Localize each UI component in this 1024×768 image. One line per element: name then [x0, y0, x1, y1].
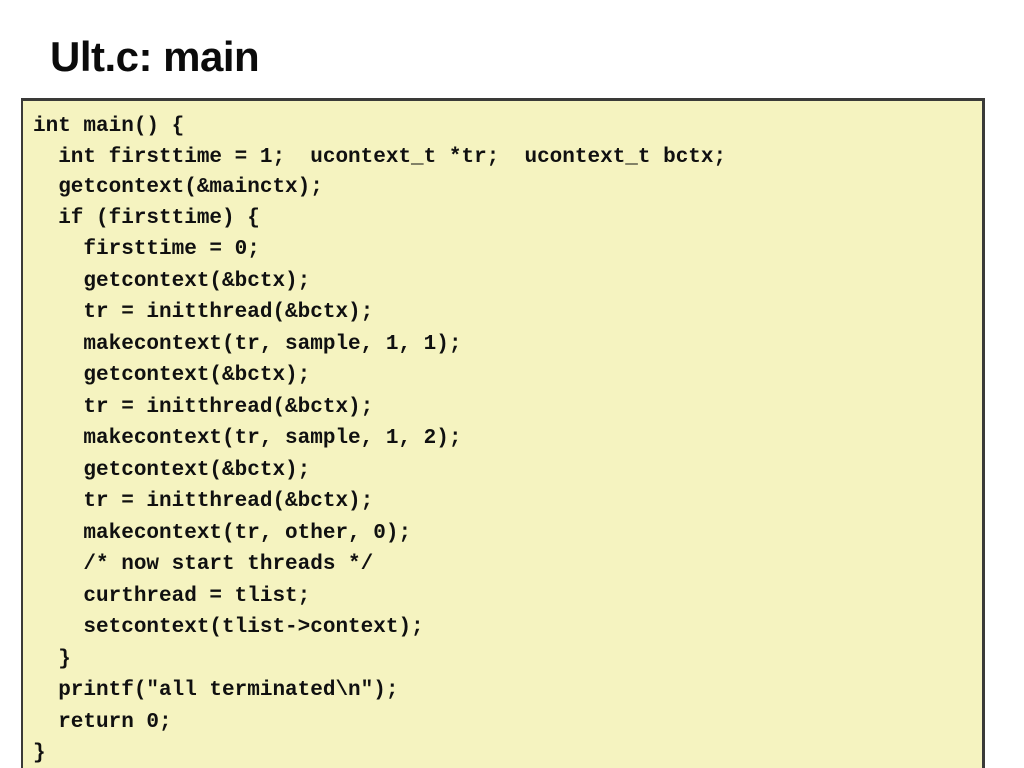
code-line: getcontext(&bctx); [33, 458, 311, 482]
code-line: } [33, 742, 46, 765]
code-line: tr = initthread(&bctx); [33, 490, 374, 513]
code-line: if (firsttime) { [33, 206, 260, 230]
code-line: /* now start threads */ [33, 553, 374, 576]
page-title: Ult.c: main [50, 33, 260, 80]
code-block: int main() { int firsttime = 1; ucontext… [23, 101, 982, 768]
code-line: firsttime = 0; [33, 238, 260, 261]
code-line: int firsttime = 1; ucontext_t *tr; ucont… [33, 145, 727, 169]
code-line: makecontext(tr, sample, 1, 2); [33, 427, 462, 450]
code-panel: int main() { int firsttime = 1; ucontext… [21, 98, 985, 768]
code-line: setcontext(tlist->context); [33, 616, 424, 639]
code-line: printf("all terminated\n"); [33, 679, 399, 702]
code-line: getcontext(&bctx); [33, 364, 311, 387]
code-line: } [33, 647, 71, 671]
code-line: makecontext(tr, sample, 1, 1); [33, 332, 462, 356]
code-line: tr = initthread(&bctx); [33, 301, 374, 324]
code-line: getcontext(&mainctx); [33, 175, 323, 199]
code-line: getcontext(&bctx); [33, 269, 311, 293]
code-line: curthread = tlist; [33, 584, 311, 608]
code-line: tr = initthread(&bctx); [33, 395, 374, 419]
code-line: makecontext(tr, other, 0); [33, 521, 412, 545]
code-line: return 0; [33, 710, 172, 734]
code-line: int main() { [33, 115, 185, 138]
